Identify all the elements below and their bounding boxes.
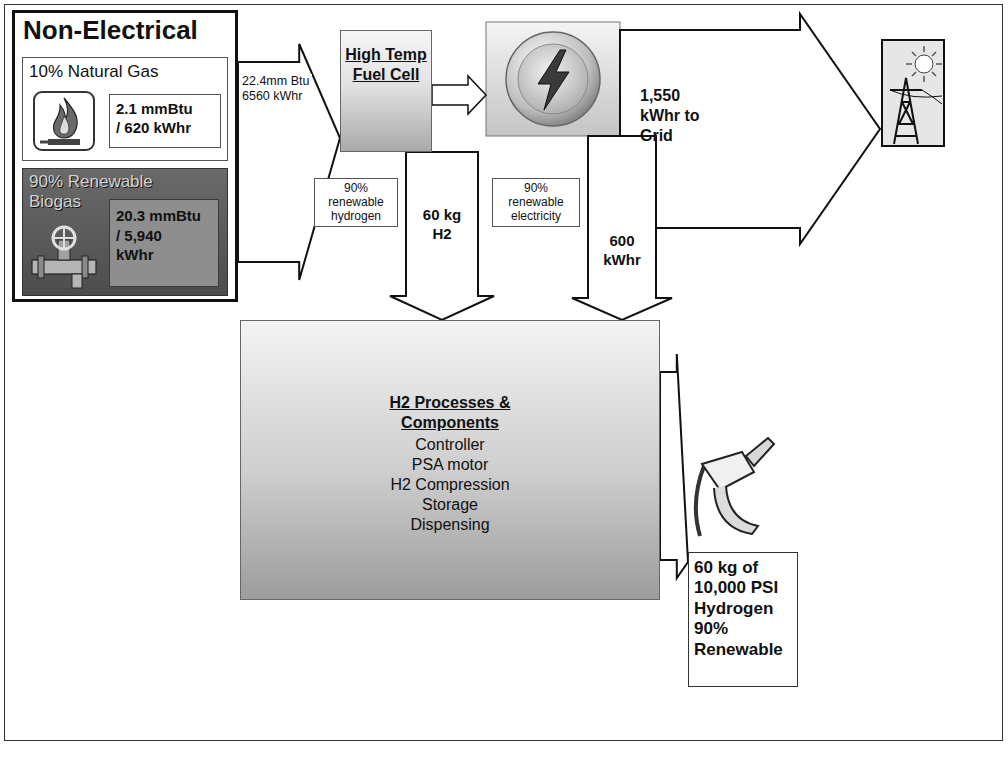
electricity-box [486, 22, 620, 136]
biogas-valve-icon [32, 227, 96, 288]
nozzle-handle [714, 486, 758, 534]
box-line: H2 Compression [251, 475, 649, 495]
box-title: 90% renewable hydrogen [319, 182, 393, 223]
sun [915, 55, 933, 73]
note-box: 90% renewable electricity [492, 178, 580, 227]
hydrogen-nozzle-icon [696, 438, 774, 536]
box-title: 20.3 mmBtu / 5,940 kWhr [116, 206, 202, 265]
flange [82, 256, 88, 278]
button-face [518, 44, 588, 114]
page-frame [5, 5, 1003, 741]
block-arrow [432, 76, 486, 114]
wheel-spokes [53, 227, 75, 249]
quantity-box: 2.1 mmBtu / 620 kWhr [109, 94, 221, 148]
box-title: 90% Renewable Biogas [29, 172, 157, 213]
power-grid-icon [882, 40, 944, 146]
burner [48, 139, 80, 145]
flame [54, 98, 78, 138]
box-line: Dispensing [251, 515, 649, 535]
process-box: High Temp Fuel Cell [340, 30, 432, 152]
source-group: Non-Electrical 10% Natural Gas 2.1 mmBtu /… [12, 10, 238, 302]
flange [38, 256, 44, 278]
icon-frame [34, 92, 94, 150]
block-arrow [238, 44, 340, 280]
flow-label: 1,550 kWhr to Grid [640, 86, 720, 146]
nozzle-spout [746, 438, 774, 466]
block-arrow [620, 14, 880, 244]
sun-rays [906, 46, 942, 82]
block-arrow [572, 136, 672, 320]
box-title: High Temp Fuel Cell [342, 45, 430, 85]
block-arrow [390, 152, 494, 320]
block-arrow [660, 354, 688, 578]
flame-core [60, 116, 69, 134]
pipe [40, 141, 48, 144]
process-box: H2 Processes & ComponentsControllerPSA m… [240, 320, 660, 600]
box-title: 60 kg of 10,000 PSI Hydrogen 90% Renewab… [694, 558, 794, 660]
box-title: Non-Electrical [23, 15, 227, 46]
electricity-panel [486, 22, 620, 136]
hose [696, 466, 704, 536]
box-title: 2.1 mmBtu / 620 kWhr [116, 100, 200, 138]
power-lines [890, 90, 942, 104]
output-box: 60 kg of 10,000 PSI Hydrogen 90% Renewab… [688, 552, 798, 687]
fuel-box: 90% Renewable Biogas20.3 mmBtu / 5,940 k… [22, 168, 228, 296]
box-line: Controller [251, 435, 649, 455]
button-ring [506, 32, 600, 126]
note-box: 90% renewable hydrogen [314, 178, 398, 227]
edge-label: 60 kg H2 [416, 206, 468, 244]
edge-label: 22.4mm Btu 6560 kWhr [242, 74, 312, 104]
box-line: PSA motor [251, 455, 649, 475]
box-title: 10% Natural Gas [29, 62, 221, 82]
pylon [890, 78, 922, 144]
lightning-symbol [538, 50, 569, 110]
box-title: H2 Processes & Components [365, 393, 535, 433]
flow-label: 600 kWhr [594, 232, 650, 270]
icon-frame [882, 40, 944, 146]
gas-flame-icon [34, 92, 94, 150]
box-title: 90% renewable electricity [497, 182, 575, 223]
pipe [72, 274, 82, 288]
valve-wheel [53, 227, 75, 249]
box-line: Storage [251, 495, 649, 515]
quantity-box: 20.3 mmBtu / 5,940 kWhr [109, 199, 219, 287]
